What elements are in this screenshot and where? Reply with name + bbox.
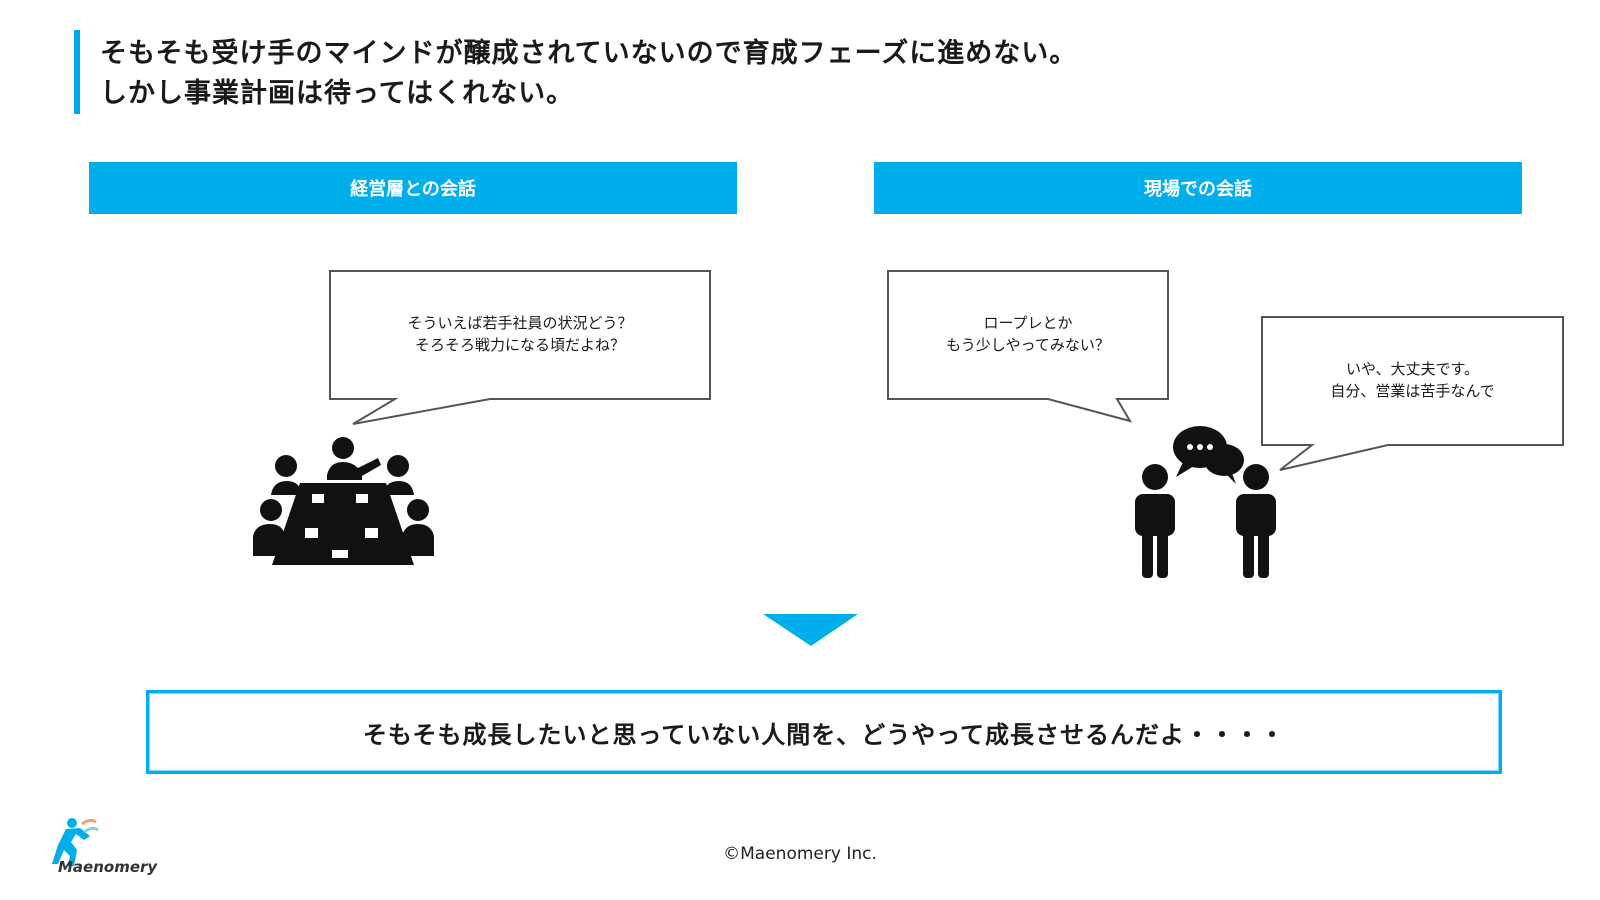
bubble-field-answer-line1: いや、大丈夫です。 — [1345, 360, 1480, 378]
down-arrow-icon — [763, 614, 858, 646]
meeting-table-documents — [305, 494, 378, 558]
bubble-field-question-line2: もう少しやってみない？ — [946, 336, 1110, 354]
two-people-talking-icon — [1135, 464, 1276, 578]
bubble-field-question-line1: ロープレとか — [983, 314, 1073, 332]
bubble-executive-line1: そういえば若手社員の状況どう？ — [407, 314, 633, 332]
bubble-executive-text: そういえば若手社員の状況どう？ そろそろ戦力になる頃だよね？ — [330, 312, 710, 356]
page-title-line2: しかし事業計画は待ってはくれない。 — [100, 78, 575, 109]
logo-text: Maenomery — [58, 858, 158, 876]
conclusion-text: そもそも成長したいと思っていない人間を、どうやって成長させるんだよ・・・・ — [362, 720, 1286, 749]
page-title: そもそも受け手のマインドが醸成されていないので育成フェーズに進めない。 しかし事… — [100, 34, 1077, 114]
speech-bubble-executive — [329, 270, 711, 425]
bubble-executive-line2: そろそろ戦力になる頃だよね？ — [414, 336, 625, 354]
conclusion-box: そもそも成長したいと思っていない人間を、どうやって成長させるんだよ・・・・ — [146, 690, 1502, 774]
runner-logo-icon — [52, 818, 99, 866]
bubble-field-question-text: ロープレとか もう少しやってみない？ — [888, 312, 1168, 356]
bubble-field-answer-text: いや、大丈夫です。 自分、営業は苦手なんで — [1262, 358, 1563, 402]
speech-bubble-field-question — [887, 270, 1169, 423]
meeting-table-icon — [253, 437, 434, 565]
section-header-executive: 経営層との会話 — [89, 162, 737, 214]
bubble-field-answer-line2: 自分、営業は苦手なんで — [1330, 382, 1495, 400]
footer-copyright: ©Maenomery Inc. — [723, 844, 877, 864]
speech-bubbles-icon — [1173, 426, 1244, 484]
section-header-field: 現場での会話 — [874, 162, 1522, 214]
page-title-line1: そもそも受け手のマインドが醸成されていないので育成フェーズに進めない。 — [100, 38, 1078, 69]
title-accent-bar — [74, 30, 80, 114]
speech-bubble-field-answer — [1261, 316, 1564, 471]
